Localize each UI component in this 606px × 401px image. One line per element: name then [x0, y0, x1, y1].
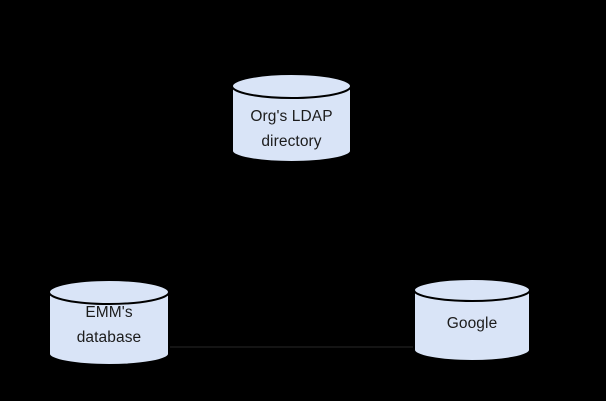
cylinder-body [413, 290, 531, 362]
cylinder-top-ellipse [231, 73, 352, 99]
cylinder-body [48, 292, 170, 366]
cylinder-top-ellipse [48, 279, 170, 305]
node-label-emms-database: EMM's database [48, 300, 170, 350]
connector-emm-to-google [170, 346, 413, 348]
node-google: Google [413, 278, 531, 363]
cylinder-top-ellipse [413, 278, 531, 302]
label-line: directory [261, 133, 322, 150]
cylinder-body [231, 86, 352, 163]
node-label-google: Google [413, 311, 531, 336]
database-cylinder-icon [413, 278, 531, 362]
database-cylinder-icon [48, 279, 170, 366]
node-label-orgs-ldap-directory: Org's LDAP directory [231, 104, 352, 154]
label-line: Google [446, 315, 498, 332]
label-line: database [76, 329, 142, 346]
label-line: EMM's [85, 304, 133, 321]
database-cylinder-icon [231, 73, 352, 163]
label-line: Org's LDAP [250, 108, 333, 125]
node-orgs-ldap-directory: Org's LDAP directory [231, 73, 352, 163]
node-emms-database: EMM's database [48, 279, 170, 367]
